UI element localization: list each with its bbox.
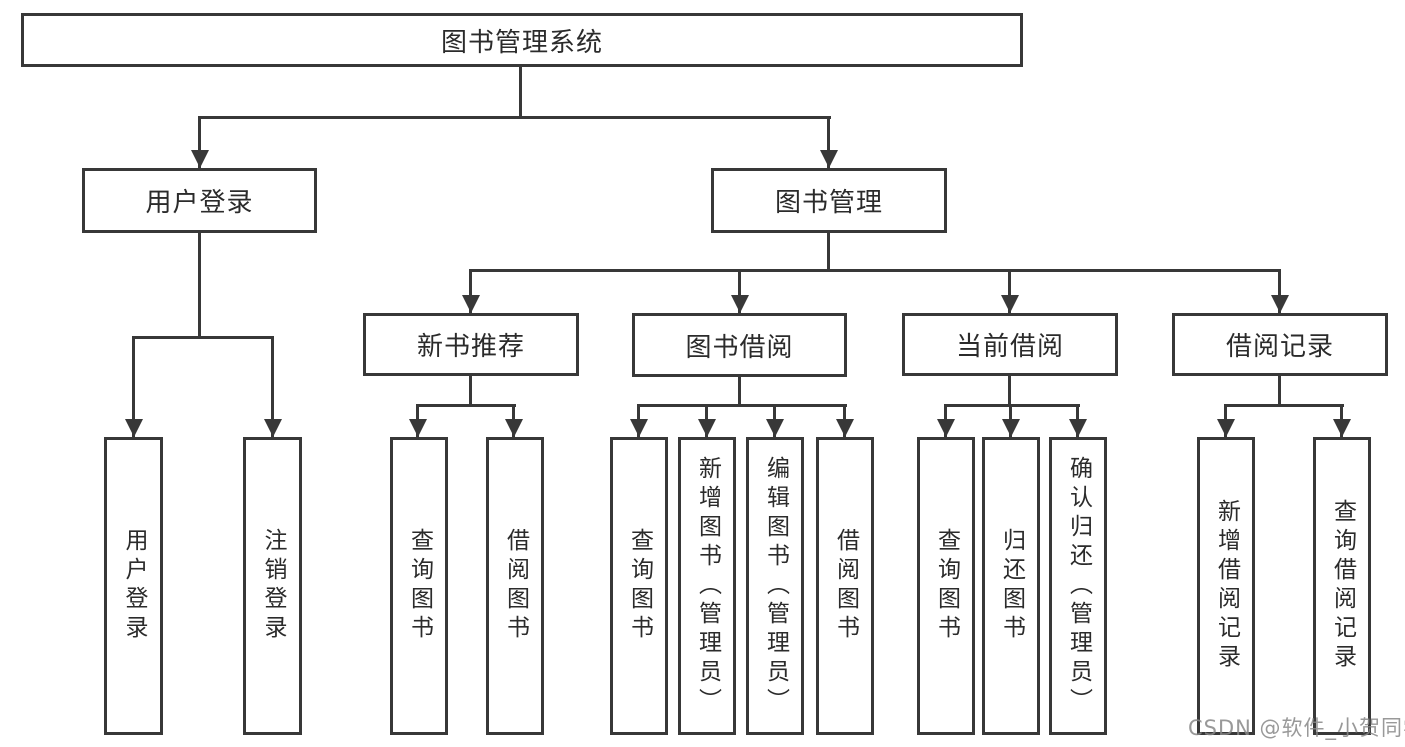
leaf-recommend-query-books: 查询图书	[390, 437, 448, 735]
node-borrow-records: 借阅记录	[1172, 313, 1388, 376]
leaf-current-query-books: 查询图书	[917, 437, 975, 735]
connector-current-bar	[944, 404, 1080, 407]
connector-recommend-bar	[416, 404, 516, 407]
leaf-query-borrow-record-label: 查询借阅记录	[1329, 499, 1356, 673]
arrow-records-child-2	[1340, 404, 1343, 437]
leaf-add-borrow-record: 新增借阅记录	[1197, 437, 1255, 735]
arrow-to-user-login	[198, 116, 201, 168]
leaf-return-books-label: 归还图书	[998, 528, 1025, 644]
arrow-to-borrow-records	[1278, 269, 1281, 313]
leaf-return-books: 归还图书	[982, 437, 1040, 735]
connector-user-login-bar	[132, 336, 274, 339]
leaf-recommend-borrow-books: 借阅图书	[486, 437, 544, 735]
arrow-borrow-child-1	[637, 404, 640, 437]
arrow-to-current-borrow	[1008, 269, 1011, 313]
leaf-user-login: 用户登录	[104, 437, 163, 735]
leaf-recommend-borrow-books-label: 借阅图书	[502, 528, 529, 644]
arrow-to-book-borrow	[738, 269, 741, 313]
arrow-borrow-child-4	[843, 404, 846, 437]
connector-recommend-stem	[469, 376, 472, 407]
leaf-edit-book-admin-label: 编辑图书（管理员）	[762, 455, 789, 717]
node-book-borrow: 图书借阅	[632, 313, 847, 377]
connector-root-stem	[519, 67, 522, 119]
arrow-recommend-child-2	[512, 404, 515, 437]
leaf-recommend-query-books-label: 查询图书	[406, 528, 433, 644]
arrow-to-new-book-recommend	[469, 269, 472, 313]
arrow-recommend-child-1	[416, 404, 419, 437]
connector-level2-bar	[198, 116, 831, 119]
node-new-book-recommend-label: 新书推荐	[416, 332, 525, 362]
node-library-system-label: 图书管理系统	[440, 27, 603, 58]
node-library-system: 图书管理系统	[21, 13, 1023, 67]
node-new-book-recommend: 新书推荐	[363, 313, 579, 376]
node-current-borrow: 当前借阅	[902, 313, 1118, 376]
connector-user-login-stem	[198, 233, 201, 339]
node-current-borrow-label: 当前借阅	[955, 332, 1064, 362]
node-book-management-label: 图书管理	[774, 188, 883, 218]
connector-borrow-stem	[738, 376, 741, 407]
connector-borrow-bar	[637, 404, 847, 407]
connector-records-bar	[1224, 404, 1344, 407]
leaf-query-borrow-record: 查询借阅记录	[1313, 437, 1371, 735]
leaf-add-book-admin: 新增图书（管理员）	[678, 437, 736, 735]
leaf-borrow-query-books-label: 查询图书	[626, 528, 653, 644]
arrow-to-leaf-user-login	[132, 336, 135, 437]
arrow-current-child-3	[1076, 404, 1079, 437]
arrow-current-child-1	[944, 404, 947, 437]
node-user-login-label: 用户登录	[145, 188, 254, 218]
arrow-to-leaf-logout	[271, 336, 274, 437]
leaf-edit-book-admin: 编辑图书（管理员）	[746, 437, 804, 735]
leaf-borrow-books: 借阅图书	[816, 437, 874, 735]
connector-book-management-stem	[827, 233, 830, 272]
leaf-user-login-label: 用户登录	[121, 528, 147, 644]
node-book-borrow-label: 图书借阅	[685, 332, 794, 363]
leaf-current-query-books-label: 查询图书	[933, 528, 960, 644]
connector-current-stem	[1008, 376, 1011, 407]
connector-level3-bar	[469, 269, 1281, 272]
arrow-borrow-child-2	[705, 404, 708, 437]
leaf-add-borrow-record-label: 新增借阅记录	[1213, 499, 1240, 673]
csdn-watermark: CSDN @软件_小贺同学	[1188, 716, 1405, 740]
leaf-borrow-books-label: 借阅图书	[832, 528, 859, 644]
leaf-add-book-admin-label: 新增图书（管理员）	[694, 455, 721, 717]
arrow-records-child-1	[1224, 404, 1227, 437]
arrow-to-book-management	[827, 116, 830, 168]
leaf-logout: 注销登录	[243, 437, 302, 735]
leaf-confirm-return-admin-label: 确认归还（管理员）	[1065, 455, 1092, 717]
node-user-login: 用户登录	[82, 168, 317, 233]
node-book-management: 图书管理	[711, 168, 947, 233]
arrow-current-child-2	[1009, 404, 1012, 437]
leaf-confirm-return-admin: 确认归还（管理员）	[1049, 437, 1107, 735]
leaf-logout-label: 注销登录	[260, 528, 286, 644]
node-borrow-records-label: 借阅记录	[1225, 332, 1334, 362]
leaf-borrow-query-books: 查询图书	[610, 437, 668, 735]
connector-records-stem	[1278, 376, 1281, 407]
arrow-borrow-child-3	[773, 404, 776, 437]
